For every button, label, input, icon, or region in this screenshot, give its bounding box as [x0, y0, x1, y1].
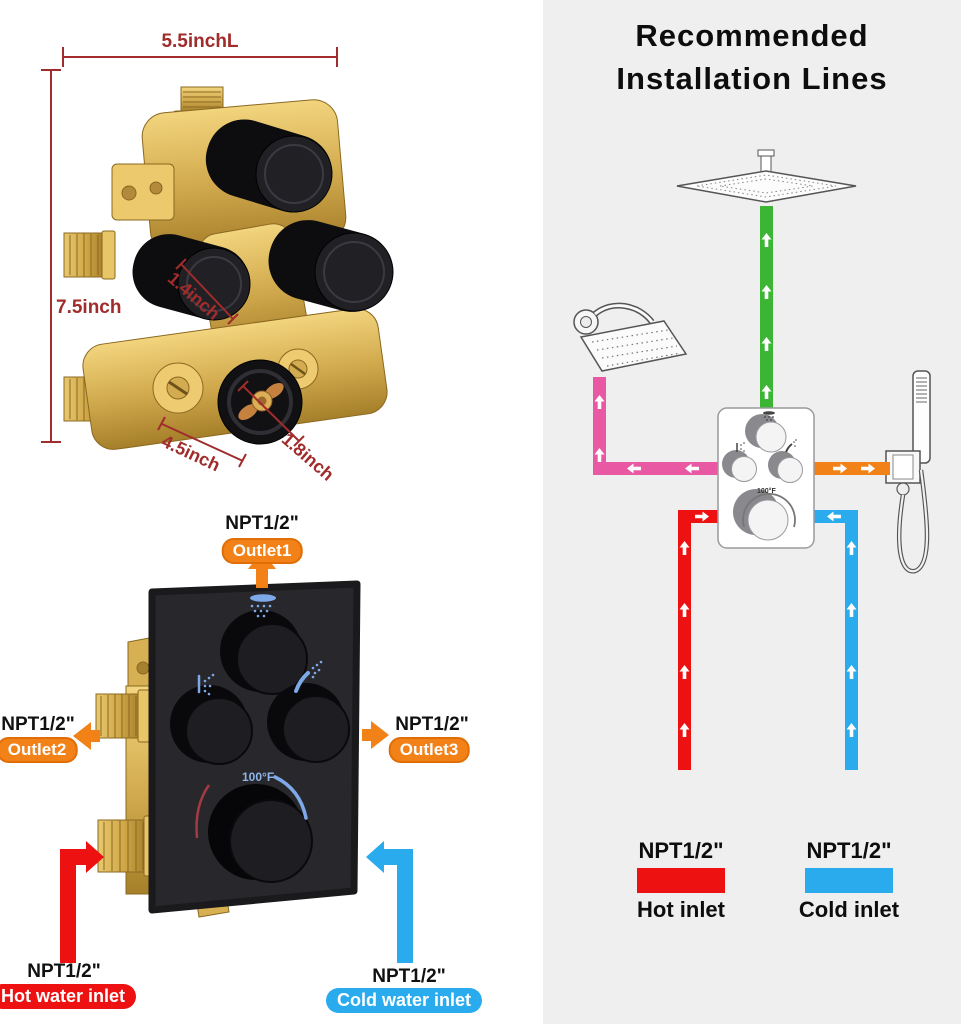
dim-cap-line [237, 380, 305, 447]
legend-hot-npt: NPT1/2" [638, 838, 724, 863]
dim-knob-line [175, 258, 239, 325]
rain-shower-icon [250, 594, 276, 618]
legend-cold-label: Cold inlet [798, 897, 900, 922]
outlet3-badge: Outlet3 [388, 737, 470, 763]
cold-pipe-v [845, 523, 858, 770]
cold-inlet-swatch [805, 868, 893, 893]
dim-length-label: 5.5inchL [161, 31, 239, 52]
pink-outlet-pipe-h [593, 462, 718, 475]
hand-shower-icon [785, 439, 797, 453]
panel-title-line1: Recommended [635, 18, 869, 53]
outlet2-arrow [73, 722, 100, 750]
legend-cold-npt: NPT1/2" [806, 838, 892, 863]
installation-diagram: 100°F [573, 149, 931, 770]
wall-shower-head [573, 302, 688, 372]
dim-base-line [157, 416, 247, 468]
rain-shower-icon [763, 411, 775, 421]
pipe-lines [593, 206, 890, 770]
hot-inlet-badge: Hot water inlet [0, 984, 137, 1009]
hot-arc [195, 784, 211, 839]
hand-shower [885, 370, 931, 574]
outlet3-npt-label: NPT1/2" [395, 714, 469, 735]
hot-inlet-swatch [637, 868, 725, 893]
ceiling-shower-head [676, 149, 857, 203]
dim-length-line [62, 47, 338, 67]
dim-height-label: 7.5inch [56, 297, 122, 318]
outlet1-npt-label: NPT1/2" [225, 513, 299, 534]
diagram-valve: 100°F [717, 407, 815, 549]
outlet2-badge: Outlet2 [0, 737, 78, 763]
hand-shower-icon [294, 660, 323, 693]
trim-valve-figure: 100°F [95, 580, 361, 918]
hot-npt-label: NPT1/2" [27, 961, 101, 982]
dimension-annotations [41, 47, 338, 468]
hot-pipe-v [678, 523, 691, 770]
outlet1-badge: Outlet1 [221, 538, 303, 564]
cold-npt-label: NPT1/2" [372, 966, 446, 987]
plate-temp-marking: 100°F [242, 770, 274, 784]
hot-inlet-arrow [60, 841, 104, 963]
cold-inlet-arrow [366, 841, 413, 963]
legend-hot-label: Hot inlet [637, 897, 725, 922]
outlet2-npt-label: NPT1/2" [1, 714, 75, 735]
outlet2-stub [95, 689, 153, 743]
body-jet-icon [736, 442, 745, 452]
panel-title-line2: Installation Lines [616, 61, 888, 96]
diagram-valve-temp: 100°F [757, 487, 776, 495]
dim-height-line [41, 69, 61, 443]
body-jet-icon [197, 673, 215, 696]
green-outlet-pipe [760, 206, 773, 408]
orange-outlet-pipe [814, 462, 890, 475]
cold-inlet-badge: Cold water inlet [325, 988, 483, 1013]
outlet3-arrow [362, 721, 389, 749]
rough-in-valve-figure [63, 86, 394, 450]
cold-arc [273, 775, 308, 820]
